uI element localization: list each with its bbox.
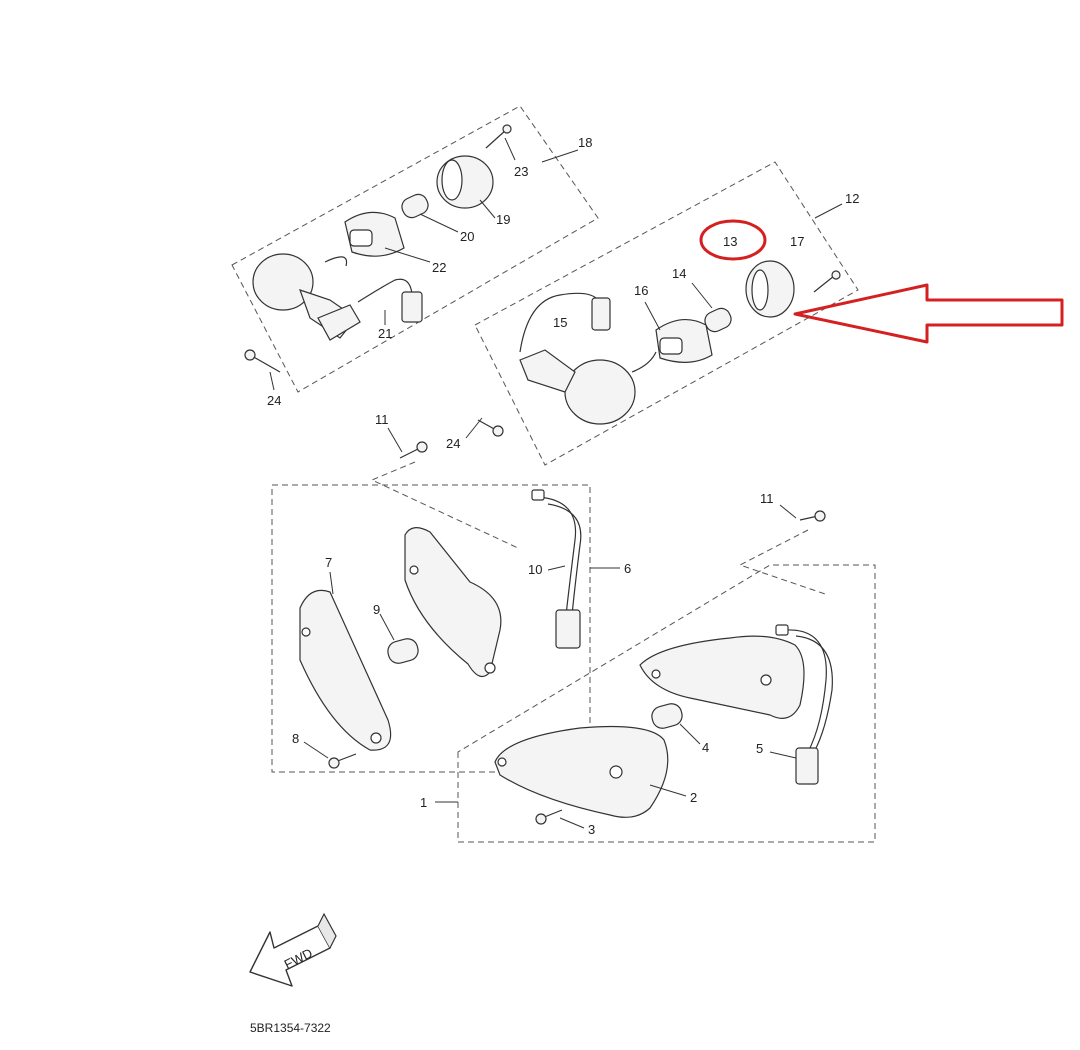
callout-13-highlight-circle	[699, 219, 767, 261]
group-1-outline	[457, 564, 876, 843]
callout-11a: 11	[375, 412, 389, 427]
callout-12: 12	[845, 191, 859, 206]
lens-cap-19	[436, 155, 494, 209]
callout-14: 14	[672, 266, 686, 281]
callout-8: 8	[292, 731, 299, 746]
callout-9: 9	[373, 602, 380, 617]
callout-10: 10	[528, 562, 542, 577]
wire-harness-5	[775, 624, 833, 785]
callout-5: 5	[756, 741, 763, 756]
screw-17	[813, 270, 841, 293]
screw-3	[535, 809, 563, 825]
callout-1: 1	[420, 795, 427, 810]
flasher-housing-right	[639, 635, 805, 719]
lens-2	[494, 725, 669, 818]
callout-6: 6	[624, 561, 631, 576]
lens-cap-13	[745, 260, 795, 318]
red-pointer-arrow-icon	[793, 283, 1064, 344]
callout-20: 20	[460, 229, 474, 244]
group-18-outline	[231, 105, 599, 393]
socket-16	[655, 319, 713, 363]
callout-16: 16	[634, 283, 648, 298]
callout-21: 21	[378, 326, 392, 341]
screw-11-left	[399, 441, 428, 459]
wire-harness-10	[531, 489, 582, 649]
bulb-4	[651, 703, 683, 729]
flasher-body-21	[252, 253, 423, 341]
screw-24-upper	[244, 349, 281, 373]
socket-22	[344, 211, 405, 257]
callout-22: 22	[432, 260, 446, 275]
callout-4: 4	[702, 740, 709, 755]
callout-11b: 11	[760, 491, 774, 506]
screw-23	[485, 124, 512, 149]
screw-11-right	[799, 510, 826, 522]
drawing-code: 5BR1354-7322	[250, 1021, 331, 1035]
callout-19: 19	[496, 212, 510, 227]
bulb-9	[387, 638, 419, 664]
callout-17: 17	[790, 234, 804, 249]
group-6-outline	[271, 484, 591, 773]
callout-2: 2	[690, 790, 697, 805]
callout-7: 7	[325, 555, 332, 570]
bulb-20	[401, 193, 429, 219]
screw-24-lower	[477, 419, 504, 437]
callout-15: 15	[553, 315, 567, 330]
callout-24b: 24	[446, 436, 460, 451]
callout-3: 3	[588, 822, 595, 837]
fwd-arrow-icon	[249, 912, 337, 987]
flasher-body-15	[519, 292, 657, 425]
callout-13: 13	[723, 234, 737, 249]
lens-7	[299, 589, 392, 751]
group-12-outline	[474, 161, 859, 466]
callout-23: 23	[514, 164, 528, 179]
callout-24a: 24	[267, 393, 281, 408]
flasher-housing-left	[404, 527, 502, 678]
screw-8	[328, 753, 357, 769]
callout-18: 18	[578, 135, 592, 150]
